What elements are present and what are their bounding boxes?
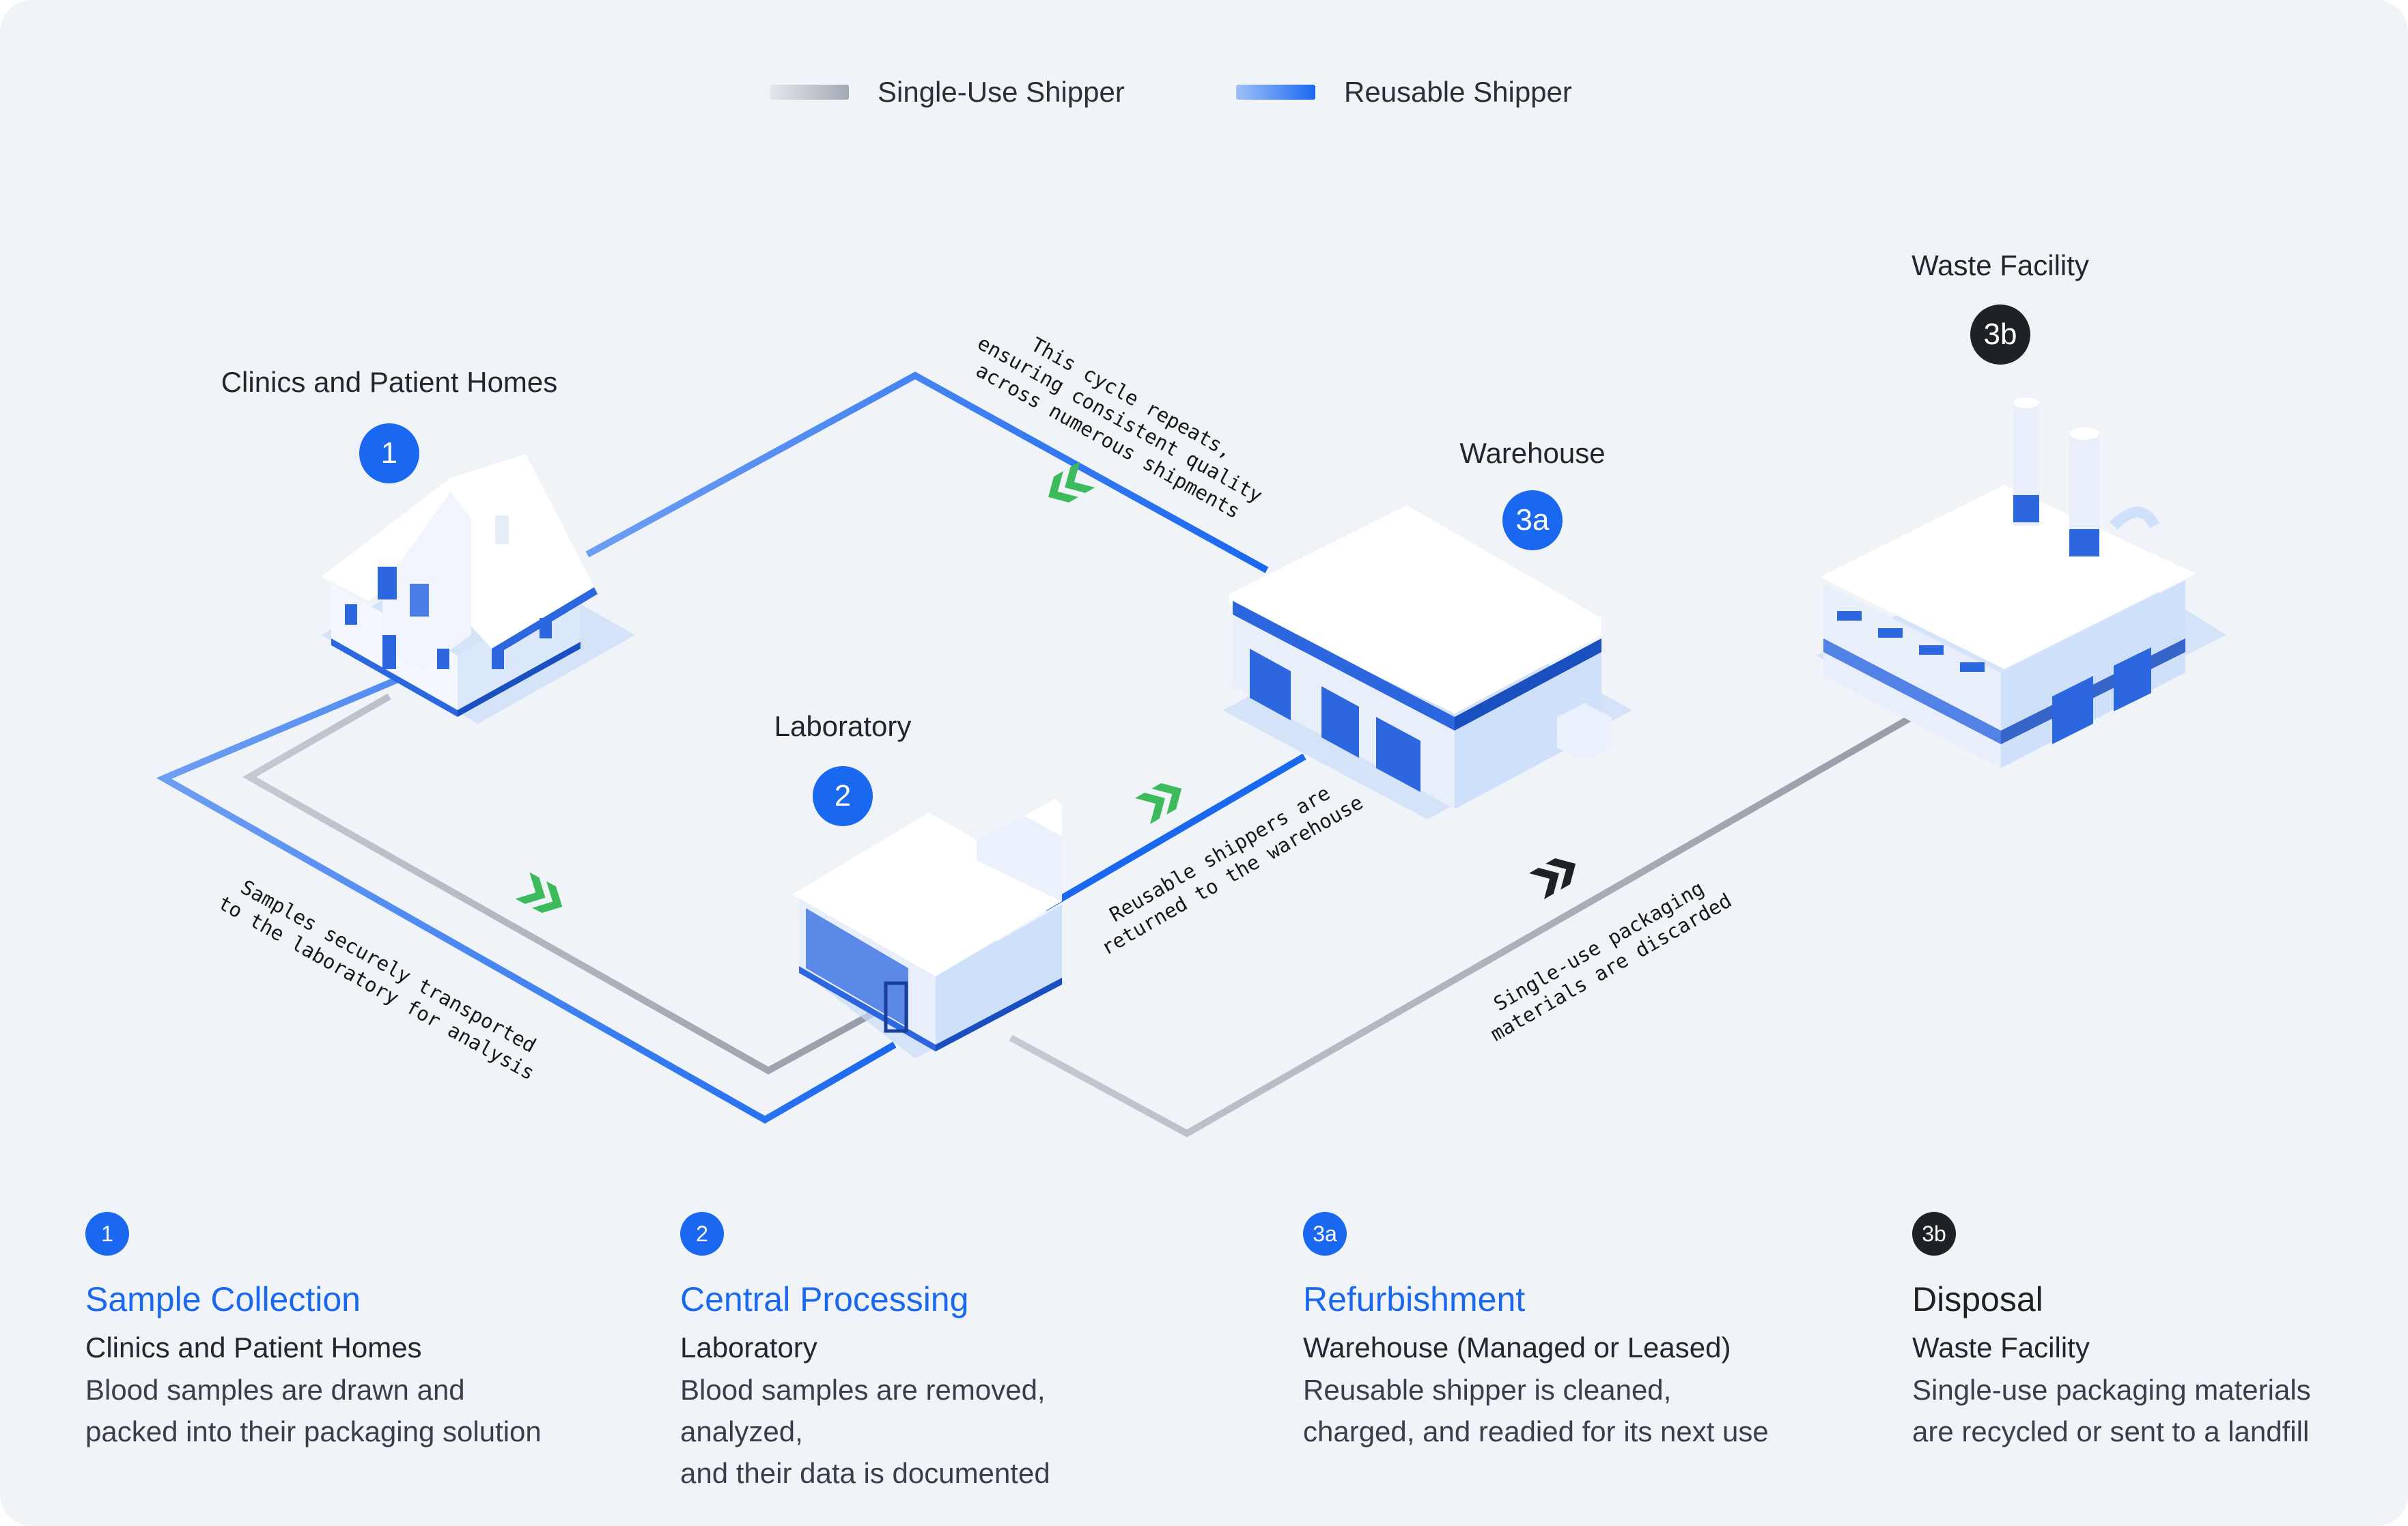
step-description-line: charged, and readied for its next use <box>1303 1415 1769 1447</box>
single-use-swatch <box>770 85 849 100</box>
step-description-line: Reusable shipper is cleaned, <box>1303 1374 1672 1406</box>
step-place: Laboratory <box>680 1331 817 1363</box>
single-use-path-to-waste <box>1009 713 1914 1138</box>
waste-facility-badge: 3b <box>1970 305 2030 365</box>
chevron-up-left-icon <box>1048 461 1095 503</box>
reusable-swatch <box>1236 85 1315 100</box>
warehouse-badge: 3a <box>1502 490 1563 550</box>
legend-reusable-label: Reusable Shipper <box>1344 76 1572 108</box>
step-place: Waste Facility <box>1912 1331 2090 1363</box>
chevron-discard-icon <box>1529 858 1576 900</box>
waste-facility-building-icon <box>1817 397 2226 768</box>
step-place: Clinics and Patient Homes <box>85 1331 422 1363</box>
single-use-path-to-lab <box>242 693 883 1075</box>
clinics-badge: 1 <box>359 423 419 483</box>
step-description: Single-use packaging materials are recyc… <box>1912 1369 2404 1452</box>
step-description-line: Single-use packaging materials <box>1912 1374 2311 1406</box>
waste-facility-label: Waste Facility <box>1912 249 2089 281</box>
clinics-label: Clinics and Patient Homes <box>221 366 558 398</box>
warehouse-building-icon <box>1222 505 1632 819</box>
step-description-line: are recycled or sent to a landfill <box>1912 1415 2310 1447</box>
reusable-path-return-loop <box>585 371 1269 574</box>
step-title: Central Processing <box>680 1280 969 1318</box>
step-description-line: packed into their packaging solution <box>85 1415 542 1447</box>
step-title: Disposal <box>1912 1280 2043 1318</box>
legend-reusable: Reusable Shipper <box>1236 75 1572 109</box>
step-badge: 3a <box>1303 1212 1347 1256</box>
laboratory-label: Laboratory <box>774 710 912 742</box>
step-sample-collection: 1 Sample Collection Clinics and Patient … <box>85 1212 577 1452</box>
step-title: Refurbishment <box>1303 1280 1526 1318</box>
step-description-line: Blood samples are drawn and <box>85 1374 465 1406</box>
step-title: Sample Collection <box>85 1280 361 1318</box>
step-badge: 1 <box>85 1212 129 1256</box>
step-description-line: Blood samples are removed, analyzed, <box>680 1374 1046 1447</box>
step-refurbishment: 3a Refurbishment Warehouse (Managed or L… <box>1303 1212 1795 1452</box>
step-badge: 3b <box>1912 1212 1956 1256</box>
step-central-processing: 2 Central Processing Laboratory Blood sa… <box>680 1212 1172 1494</box>
warehouse-label: Warehouse <box>1459 437 1606 469</box>
laboratory-badge: 2 <box>813 766 873 826</box>
step-disposal: 3b Disposal Waste Facility Single-use pa… <box>1912 1212 2404 1452</box>
reusable-path-to-lab <box>156 674 897 1124</box>
step-description-line: and their data is documented <box>680 1457 1050 1489</box>
legend-single-use: Single-Use Shipper <box>770 75 1125 109</box>
chevron-right-icon <box>515 872 563 914</box>
laboratory-building-icon <box>792 799 1065 1058</box>
step-description: Blood samples are drawn and packed into … <box>85 1369 577 1452</box>
step-description: Reusable shipper is cleaned, charged, an… <box>1303 1369 1795 1452</box>
step-description: Blood samples are removed, analyzed, and… <box>680 1369 1172 1494</box>
step-place: Warehouse (Managed or Leased) <box>1303 1331 1731 1363</box>
step-badge: 2 <box>680 1212 724 1256</box>
house-building-icon <box>321 454 635 724</box>
legend-single-use-label: Single-Use Shipper <box>878 76 1125 108</box>
reusable-path-lab-to-warehouse <box>1043 753 1306 912</box>
chevron-up-right-icon <box>1135 782 1182 825</box>
